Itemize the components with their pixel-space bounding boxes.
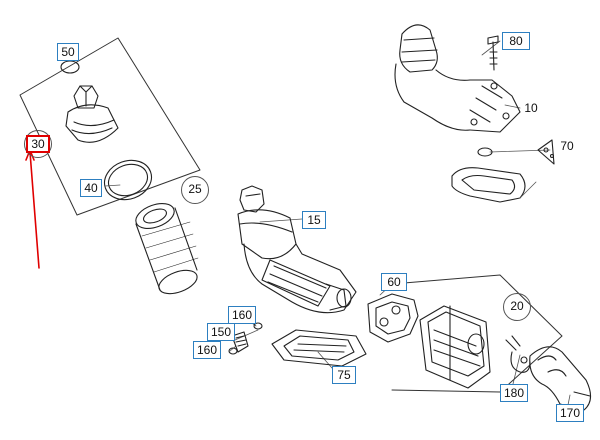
- highlight-arrow: [25, 149, 40, 269]
- oring-40-drawing: [103, 159, 153, 201]
- oil-cooler-20-drawing: [419, 305, 491, 389]
- part-label-80[interactable]: 80: [502, 32, 530, 50]
- small-seal-drawing: [477, 147, 493, 157]
- part-label-70[interactable]: 70: [560, 139, 574, 153]
- clamp-180-drawing: [505, 335, 531, 373]
- bolt-80-drawing: [487, 35, 499, 71]
- gasket-75-drawing: [271, 329, 367, 367]
- washer-160b-drawing: [228, 347, 238, 355]
- hose-170-drawing: [529, 346, 592, 411]
- cooler-group-outline: [391, 274, 563, 393]
- seal-plate-70-drawing: [537, 139, 555, 165]
- filter-housing-10-drawing: [394, 24, 521, 133]
- part-label-160-top[interactable]: 160: [228, 306, 256, 324]
- part-circle-30: [24, 130, 52, 158]
- filter-housing-15-drawing: [237, 185, 357, 314]
- part-label-50[interactable]: 50: [57, 43, 79, 61]
- part-label-180[interactable]: 180: [500, 384, 528, 402]
- washer-160a-drawing: [253, 322, 263, 330]
- part-label-40[interactable]: 40: [80, 179, 102, 197]
- part-label-30[interactable]: 30: [26, 135, 50, 153]
- filter-element-25-drawing: [135, 203, 199, 295]
- filter-group-outline: [19, 37, 201, 216]
- gasket-60-drawing: [367, 293, 419, 343]
- part-label-60[interactable]: 60: [381, 273, 407, 291]
- gasket-top-drawing: [451, 167, 537, 203]
- part-circle-20: [503, 293, 531, 321]
- part-label-170[interactable]: 170: [556, 404, 584, 422]
- part-label-150[interactable]: 150: [207, 323, 235, 341]
- part-label-20[interactable]: 20: [510, 299, 524, 313]
- part-label-160-bottom[interactable]: 160: [193, 341, 221, 359]
- part-label-75[interactable]: 75: [332, 366, 356, 384]
- part-label-10[interactable]: 10: [524, 101, 538, 115]
- fitting-150-drawing: [231, 331, 249, 353]
- part-label-25[interactable]: 25: [188, 182, 202, 196]
- part-circle-25: [181, 176, 209, 204]
- part-label-15[interactable]: 15: [302, 211, 326, 229]
- filter-cap-30-drawing: [65, 85, 119, 143]
